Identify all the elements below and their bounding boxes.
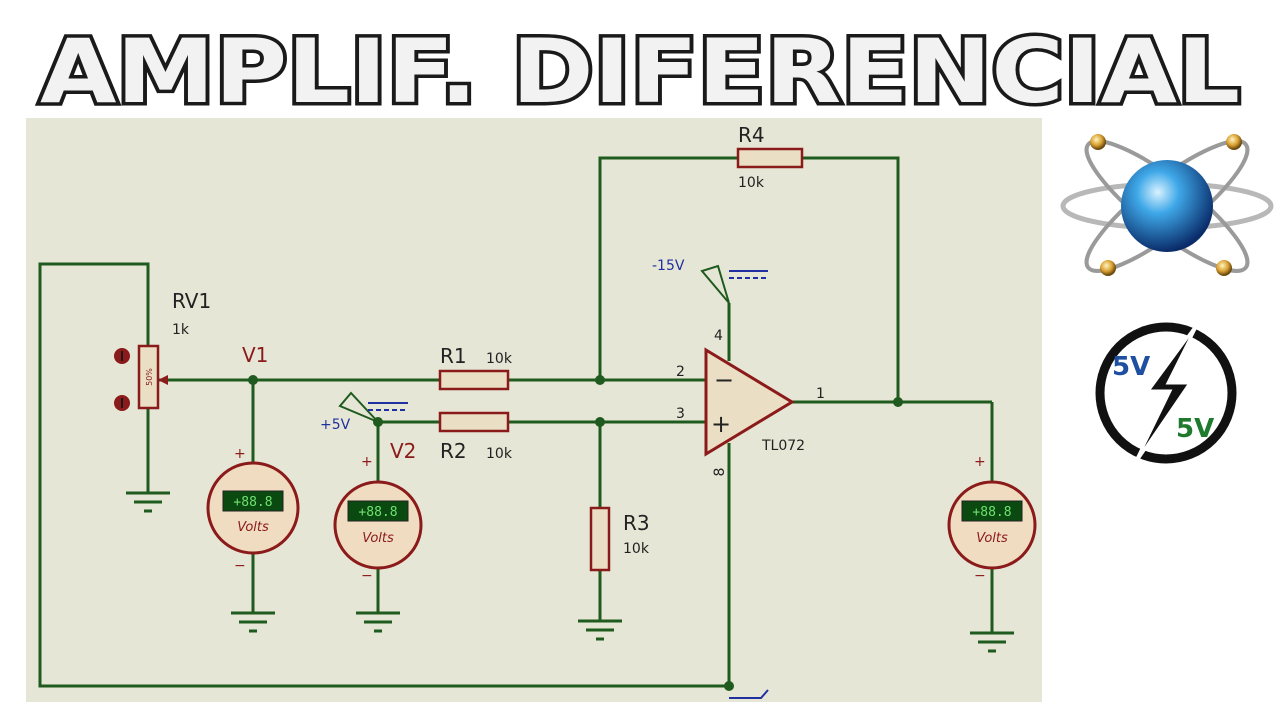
rv1-wiper-label: 50% bbox=[145, 368, 154, 386]
meter-display: +88.8 bbox=[972, 505, 1011, 520]
r2-value: 10k bbox=[486, 446, 513, 462]
junctions bbox=[248, 375, 903, 691]
schematic-canvas: -15V +5V 50% RV1 1k V1 V2 R1 10k bbox=[26, 118, 1042, 702]
ground-icon bbox=[126, 491, 170, 513]
source-bottom-stub bbox=[729, 689, 769, 699]
source-pos-label: +5V bbox=[320, 417, 351, 433]
r1-name: R1 bbox=[440, 344, 467, 368]
source-neg-label: -15V bbox=[652, 258, 685, 274]
meter-plus: + bbox=[974, 454, 986, 470]
meter-unit: Volts bbox=[362, 531, 394, 546]
meter-unit: Volts bbox=[237, 520, 269, 535]
title-banner: AMPLIF. DIFERENCIAL bbox=[37, 17, 1244, 119]
ground-symbols bbox=[126, 491, 1014, 653]
ground-icon bbox=[231, 611, 275, 633]
meter-display: +88.8 bbox=[358, 505, 397, 520]
voltmeter-v1: +88.8 Volts + − bbox=[206, 446, 300, 574]
rv1-value: 1k bbox=[172, 322, 190, 338]
pin-4: 4 bbox=[714, 328, 723, 344]
r3-value: 10k bbox=[623, 541, 650, 557]
pin-3: 3 bbox=[676, 406, 685, 422]
source-neg: -15V bbox=[652, 258, 768, 304]
pin-8: 8 bbox=[712, 468, 728, 477]
ground-icon bbox=[970, 631, 1014, 653]
badge-label-bottom: 5V bbox=[1176, 414, 1214, 444]
ground-icon bbox=[578, 619, 622, 641]
lightning-bolt-icon bbox=[1132, 322, 1200, 466]
source-pos: +5V bbox=[320, 391, 408, 433]
opamp-plus-sign: + bbox=[711, 410, 731, 438]
proteus-atom-logo bbox=[1060, 134, 1274, 276]
voltmeter-out: +88.8 Volts + − bbox=[947, 454, 1037, 584]
opamp-name: TL072 bbox=[761, 438, 805, 454]
resistor-r3: R3 10k bbox=[589, 506, 650, 572]
pin-2: 2 bbox=[676, 364, 685, 380]
opamp-minus-sign: − bbox=[714, 366, 734, 394]
r4-name: R4 bbox=[738, 123, 765, 147]
net-label-v2: V2 bbox=[390, 439, 416, 463]
schematic: -15V +5V 50% RV1 1k V1 V2 R1 10k bbox=[38, 123, 1037, 699]
ground-icon bbox=[356, 611, 400, 633]
meter-plus: + bbox=[234, 446, 246, 462]
atom-sphere-icon bbox=[1121, 160, 1213, 252]
meter-minus: − bbox=[361, 568, 373, 584]
meter-display: +88.8 bbox=[233, 495, 272, 510]
net-label-v1: V1 bbox=[242, 343, 268, 367]
r4-value: 10k bbox=[738, 175, 765, 191]
opamp-tl072: − + 2 3 1 4 8 TL072 bbox=[676, 328, 825, 476]
rv1-name: RV1 bbox=[172, 289, 211, 313]
wires bbox=[38, 156, 994, 688]
resistor-r2: R2 10k bbox=[438, 411, 513, 463]
potentiometer-rv1: 50% RV1 1k bbox=[114, 289, 211, 411]
page-title: AMPLIF. DIFERENCIAL bbox=[40, 20, 1240, 118]
meter-minus: − bbox=[234, 558, 246, 574]
resistor-r1: R1 10k bbox=[438, 344, 513, 391]
pin-1: 1 bbox=[816, 386, 825, 402]
r1-value: 10k bbox=[486, 351, 513, 367]
resistor-r4: R4 10k bbox=[736, 123, 804, 191]
meter-unit: Volts bbox=[976, 531, 1008, 546]
meter-plus: + bbox=[361, 454, 373, 470]
voltmeter-v2: +88.8 Volts + − bbox=[333, 454, 423, 584]
meter-minus: − bbox=[974, 568, 986, 584]
r2-name: R2 bbox=[440, 439, 467, 463]
r3-name: R3 bbox=[623, 511, 650, 535]
lightning-badge: 5V 5V bbox=[1095, 322, 1237, 466]
badge-label-top: 5V bbox=[1112, 352, 1150, 382]
